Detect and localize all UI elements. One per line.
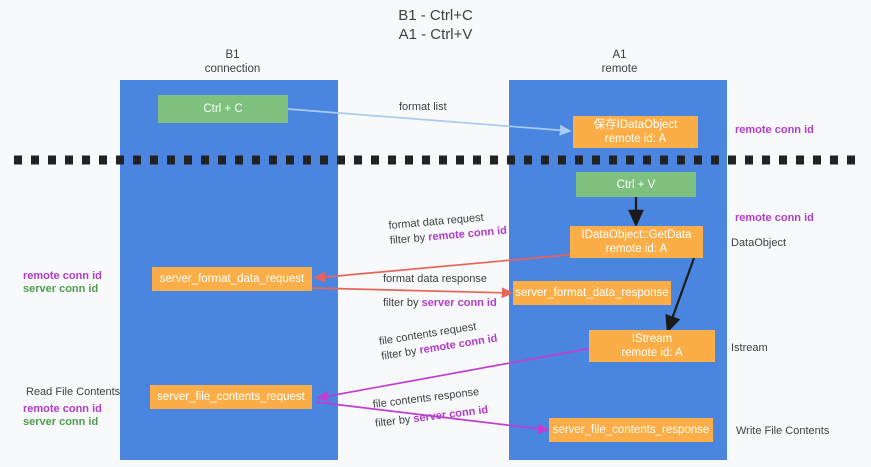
node-server-format-data-request-label: server_format_data_request (159, 273, 305, 285)
annotation-left-read-file-contents: Read File Contents (26, 386, 121, 398)
node-save-idataobject-line2: remote id: A (604, 133, 667, 145)
node-save-idataobject[interactable]: 保存IDataObject remote id: A (573, 116, 698, 148)
node-ctrl-c-label: Ctrl + C (203, 103, 243, 115)
node-istream[interactable]: IStream remote id: A (589, 330, 715, 362)
edge-format-data-response (311, 287, 514, 299)
page-title: B1 - Ctrl+C A1 - Ctrl+V (0, 6, 871, 44)
annotation-right-istream: Istream (731, 342, 768, 354)
node-idataobject-getdata[interactable]: IDataObject::GetData remote id: A (570, 226, 703, 258)
edge-label-format-list: format list (399, 101, 447, 113)
annotation-right-remote-conn-id-top: remote conn id (735, 124, 814, 136)
edge-format-data-request (313, 253, 579, 283)
title-line-1: B1 - Ctrl+C (398, 7, 473, 24)
node-ctrl-c[interactable]: Ctrl + C (158, 95, 288, 123)
edge-format-list (274, 107, 572, 136)
edge-label-format-data-response: format data response filter by server co… (383, 272, 497, 311)
column-header-a1-name: A1 (612, 49, 627, 61)
title-line-2: A1 - Ctrl+V (398, 26, 473, 43)
column-header-b1-name: B1 (225, 49, 240, 61)
annotation-left-remote-conn-id-mid: remote conn id (23, 270, 102, 282)
node-server-format-data-request[interactable]: server_format_data_request (152, 267, 312, 291)
column-header-b1: B1 connection (125, 48, 340, 76)
highlight-server-conn-id: server conn id (421, 297, 497, 309)
node-istream-line1: IStream (631, 333, 673, 345)
node-save-idataobject-line1: 保存IDataObject (593, 119, 678, 131)
node-idataobject-getdata-line1: IDataObject::GetData (581, 229, 692, 241)
node-server-format-data-response[interactable]: server_format_data_response (513, 281, 671, 305)
column-header-a1: A1 remote (512, 48, 727, 76)
annotation-right-remote-conn-id-mid: remote conn id (735, 212, 814, 224)
annotation-left-server-conn-id-bottom: server conn id (23, 416, 99, 428)
edge-getdata-to-istream (665, 257, 696, 334)
edge-label-format-data-response-line1: format data response (383, 273, 487, 285)
node-server-file-contents-request-label: server_file_contents_request (157, 391, 305, 403)
annotation-right-dataobject: DataObject (731, 237, 787, 249)
node-ctrl-v[interactable]: Ctrl + V (576, 172, 696, 197)
node-server-file-contents-response-label: server_file_contents_response (552, 424, 710, 436)
node-istream-line2: remote id: A (621, 347, 683, 359)
annotation-left-remote-conn-id-bottom: remote conn id (23, 403, 102, 415)
column-header-b1-role: connection (204, 63, 261, 75)
annotation-left-server-conn-id-mid: server conn id (23, 283, 99, 295)
node-server-format-data-response-label: server_format_data_response (515, 287, 669, 299)
annotation-right-write-file-contents: Write File Contents (736, 425, 830, 437)
node-server-file-contents-request[interactable]: server_file_contents_request (150, 385, 312, 409)
node-server-file-contents-response[interactable]: server_file_contents_response (549, 418, 713, 442)
column-header-a1-role: remote (601, 63, 638, 75)
edge-label-format-data-response-line2: filter by server conn id (383, 297, 497, 309)
node-idataobject-getdata-line2: remote id: A (605, 243, 668, 255)
edge-file-contents-response (315, 401, 550, 435)
edge-file-contents-request (316, 347, 593, 402)
node-ctrl-v-label: Ctrl + V (616, 178, 656, 191)
